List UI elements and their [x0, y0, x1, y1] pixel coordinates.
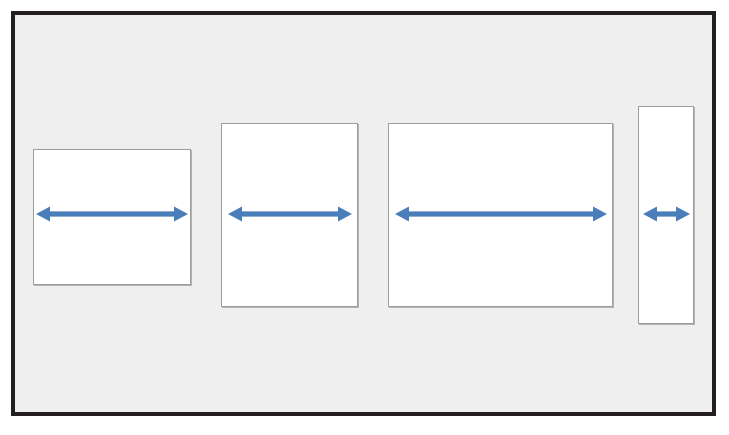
slide-frame [11, 11, 716, 416]
rectangle-4[interactable] [638, 106, 694, 324]
rectangle-2[interactable] [221, 123, 358, 307]
rectangle-1[interactable] [33, 149, 191, 285]
rectangle-3[interactable] [388, 123, 613, 307]
